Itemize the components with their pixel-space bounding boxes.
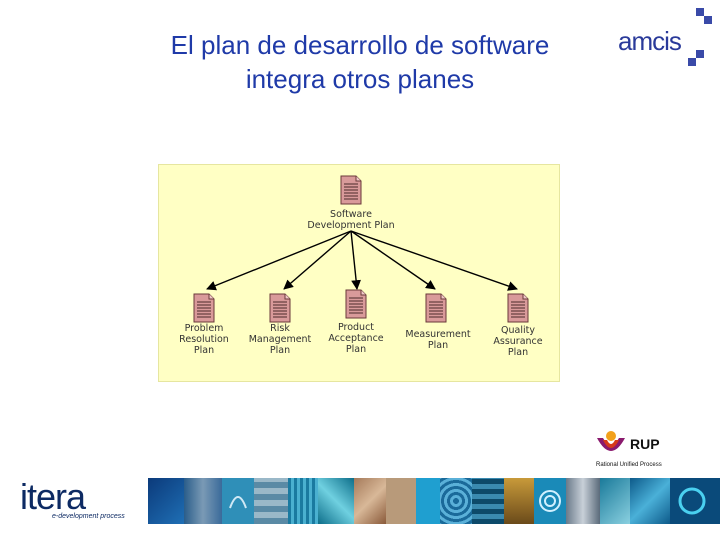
- document-icon: [193, 293, 215, 323]
- label-line: Resolution: [179, 334, 229, 345]
- ring-icon: [678, 487, 706, 515]
- document-icon: [507, 293, 529, 323]
- label-line: Plan: [507, 347, 529, 358]
- child-label-quality-assurance: Quality Assurance Plan: [473, 325, 563, 358]
- collage-tile: [254, 478, 288, 524]
- root-label-line-1: Software: [330, 209, 372, 220]
- collage-tile: [184, 478, 222, 524]
- label-line: Assurance: [493, 336, 543, 347]
- collage-tile: [222, 478, 254, 524]
- spiral-icon: [539, 490, 561, 512]
- collage-tile: [386, 478, 416, 524]
- swirl-icon: [229, 496, 247, 509]
- collage-tile: [534, 478, 566, 524]
- child-label-problem-resolution: Problem Resolution Plan: [159, 323, 249, 356]
- logo-square: [688, 58, 696, 66]
- connector-lines: [206, 230, 518, 291]
- label-line: Product: [337, 322, 375, 333]
- collage-tile: [630, 478, 670, 524]
- collage-tile: [148, 478, 184, 524]
- amcis-logo-text: amcis: [618, 26, 682, 56]
- title-line-1: El plan de desarrollo de software: [170, 30, 550, 60]
- collage-tile: [504, 478, 534, 524]
- root-label: Software Development Plan: [306, 209, 396, 231]
- collage-tile: [416, 478, 440, 524]
- connector-line-2: [283, 230, 352, 290]
- label-line: Plan: [427, 340, 449, 351]
- itera-logo-tagline: e-development process: [52, 513, 125, 520]
- root-label-line-2: Development Plan: [307, 220, 395, 231]
- rup-logo: RUP Rational Unified Process: [594, 430, 704, 472]
- itera-logo-word: itera: [20, 476, 86, 517]
- collage-tile: [354, 478, 386, 524]
- connector-line-4: [350, 230, 436, 290]
- logo-square: [704, 16, 712, 24]
- amcis-logo: amcis: [612, 6, 712, 68]
- logo-square: [696, 50, 704, 58]
- child-label-product-acceptance: Product Acceptance Plan: [311, 322, 401, 355]
- collage-tile: [288, 478, 318, 524]
- document-icon: [269, 293, 291, 323]
- child-label-risk-management: Risk Management Plan: [235, 323, 325, 356]
- collage-tile: [600, 478, 630, 524]
- page-title: El plan de desarrollo de software integr…: [120, 28, 600, 96]
- document-icon: [345, 289, 367, 319]
- label-line: Quality: [501, 325, 535, 336]
- connector-line-1: [206, 230, 352, 291]
- image-collage-strip: [148, 478, 720, 524]
- collage-tile: [440, 478, 472, 524]
- collage-tile: [670, 478, 720, 524]
- connector-line-3: [350, 230, 361, 290]
- connector-line-5: [350, 230, 518, 291]
- itera-logo: itera e-development process: [20, 476, 150, 524]
- rup-logo-subtitle: Rational Unified Process: [596, 462, 662, 468]
- document-icon: [425, 293, 447, 323]
- rup-logo-word: RUP: [630, 436, 660, 452]
- label-line: Plan: [269, 345, 291, 356]
- logo-square: [696, 8, 704, 16]
- label-line: Acceptance: [328, 333, 384, 344]
- label-line: Measurement: [405, 329, 471, 340]
- plan-hierarchy-diagram: Software Development Plan Problem Resolu…: [158, 164, 560, 382]
- rup-person-icon: [597, 431, 625, 451]
- title-line-2: integra otros planes: [245, 64, 475, 94]
- label-line: Management: [248, 334, 312, 345]
- label-line: Plan: [193, 345, 215, 356]
- collage-tile: [318, 478, 354, 524]
- label-line: Problem: [184, 323, 224, 334]
- label-line: Risk: [270, 323, 290, 334]
- collage-tile: [566, 478, 600, 524]
- collage-tile: [472, 478, 504, 524]
- child-label-measurement: Measurement Plan: [393, 329, 483, 351]
- document-icon: [340, 175, 362, 205]
- label-line: Plan: [345, 344, 367, 355]
